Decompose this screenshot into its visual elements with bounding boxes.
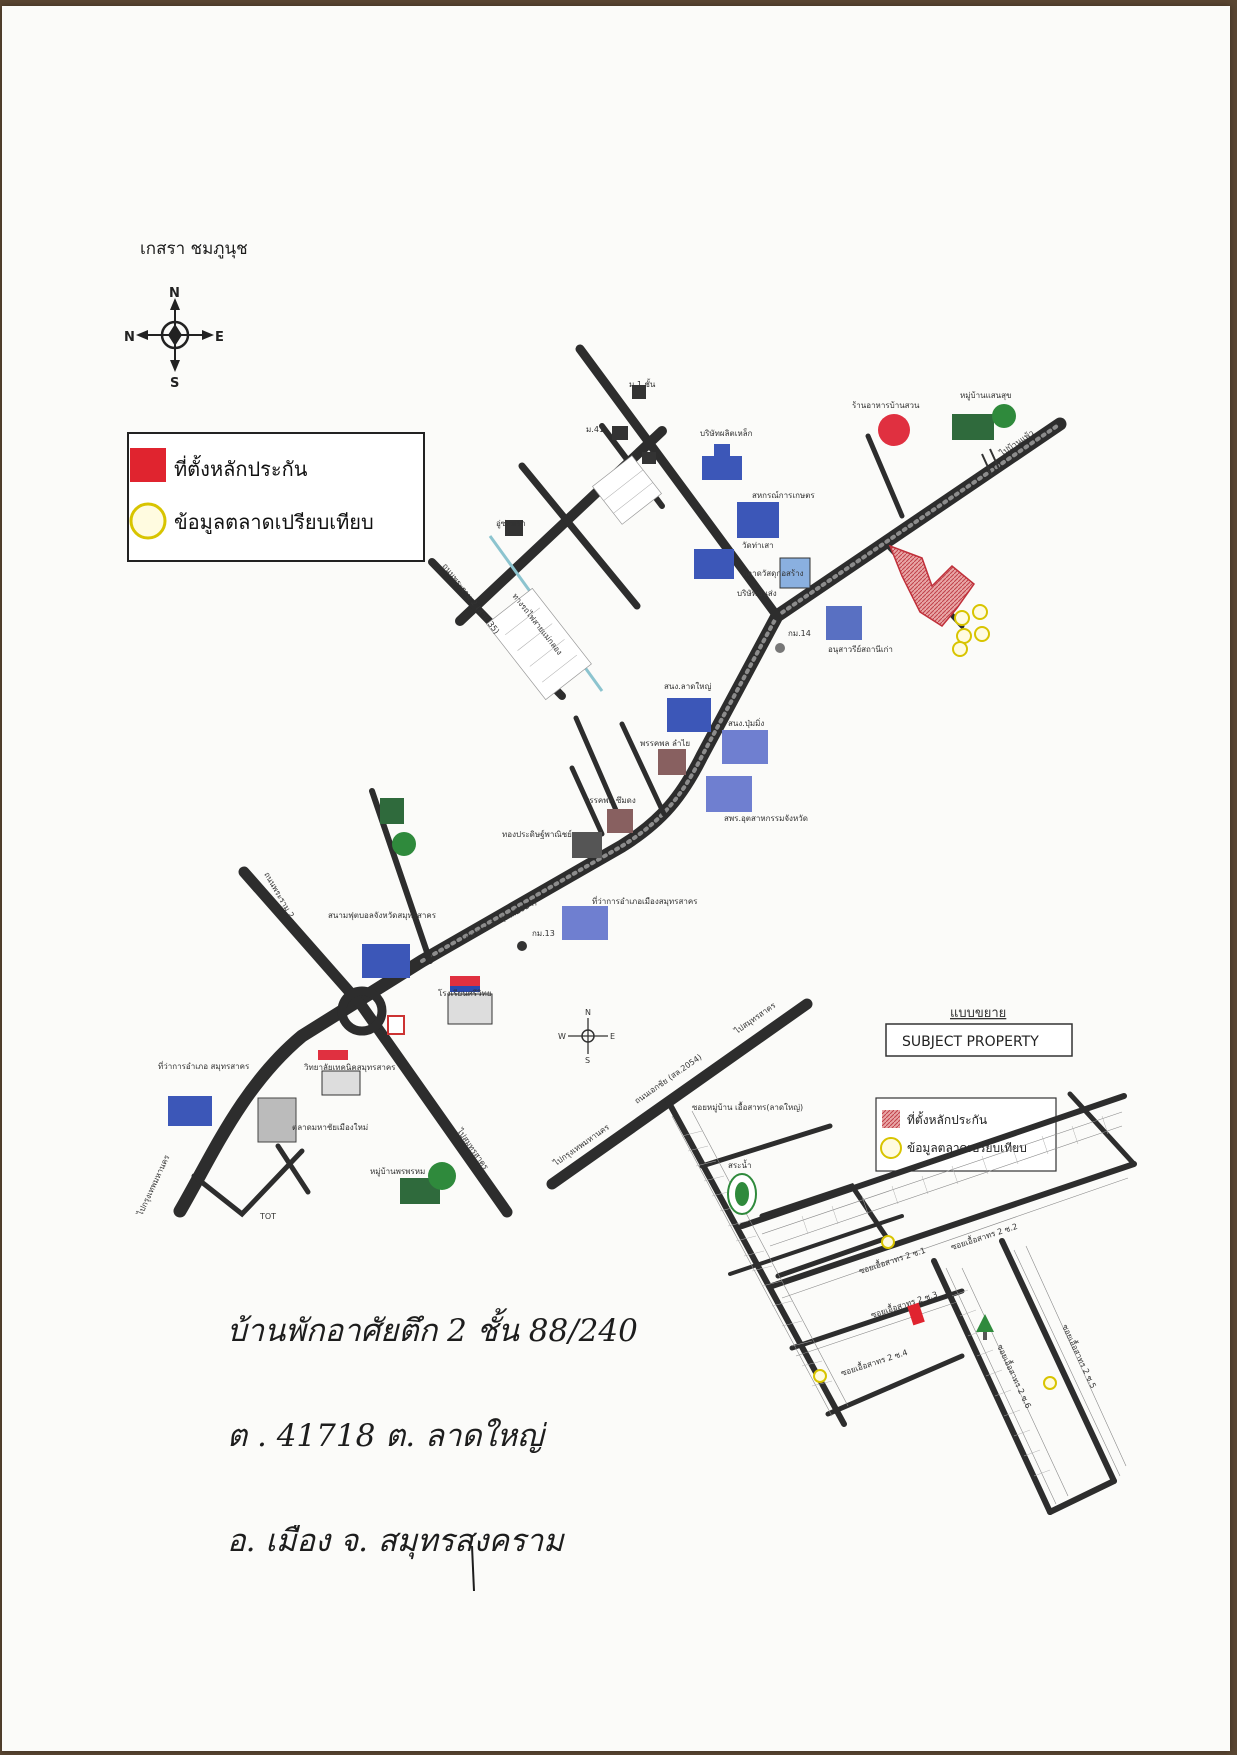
inset-title-box (885, 1023, 1073, 1057)
place-label: โรงเรียนศรีวิทย (438, 988, 492, 998)
place-label: พรรคพล ลำไย (640, 739, 690, 748)
street-label: ซอยเอื้อสาทร 2 ซ.1 (857, 1244, 926, 1276)
house-icon (779, 557, 811, 589)
svg-text:N: N (585, 1008, 591, 1017)
svg-text:W: W (558, 1032, 566, 1041)
highway-shield-icon (387, 1015, 405, 1035)
street-label: ซอยเอื้อสาทร 2 ซ.4 (839, 1346, 908, 1378)
note-line-3: อ. เมือง จ. สมุทรสงคราม (227, 1523, 565, 1560)
building-icon (168, 1096, 212, 1126)
building-icon (667, 698, 711, 732)
place-label: วิทยาลัยเทคนิคสมุทรสาคร (303, 1063, 396, 1072)
village-icon (952, 414, 994, 440)
tower-icon (257, 1097, 297, 1143)
school-icon (321, 1070, 361, 1096)
place-label: ม.1 ชั้น (629, 378, 656, 389)
note-line-2: ต . 41718 ต. ลาดใหญ่ (227, 1418, 548, 1454)
place-label: ร้านอาหารบ้านสวน (852, 401, 920, 410)
inset-compass-icon: N W E S (558, 1008, 615, 1065)
tot-label: TOT (259, 1212, 276, 1221)
inset-title: SUBJECT PROPERTY (902, 1034, 1039, 1050)
inset-village-label: ซอยหมู่บ้าน เอื้อสาทร(ลาดใหญ่) (692, 1101, 803, 1113)
author-name: เกสรา ชมภูนุช (140, 239, 248, 259)
village-icon (380, 798, 404, 824)
school-icon (447, 993, 493, 1025)
place-label: พรรคพล ซึมดง (584, 796, 636, 805)
place-label: บริษัทขนส่ง (737, 589, 777, 598)
inset-legend-subject: ที่ตั้งหลักประกัน (907, 1111, 987, 1127)
place-label: สนง.ปุ่มมิ่ง (728, 717, 764, 728)
building-icon (722, 730, 768, 764)
house-icon (607, 809, 633, 833)
building-icon (362, 944, 410, 978)
inset-main-road (546, 998, 813, 1190)
place-label: ม.41 (586, 425, 604, 434)
house-icon (612, 426, 628, 440)
main-road-label: ถนนเอกชัย (สล.2054) (464, 897, 539, 942)
place-label: อนุสาวรีย์สถานีเก่า (828, 644, 893, 654)
compass-e-label: E (215, 330, 224, 345)
inset-comparable-markers (813, 1235, 1057, 1390)
to-bangkok-label: ไปกรุงเทพมหานคร (135, 1153, 172, 1218)
place-label: สนง.ลาดใหญ่ (664, 682, 712, 691)
building-icon (737, 502, 779, 538)
place-label: วัดท่าเสา (742, 541, 774, 550)
lot-lines (671, 1110, 1129, 1505)
svg-text:S: S (585, 1056, 590, 1065)
compass-rose-icon (136, 298, 214, 372)
map-legend (127, 432, 425, 562)
house-icon (505, 520, 523, 536)
compass-n-label: N (169, 286, 180, 301)
place-label: ตลาดวัสดุก่อสร้าง (742, 569, 804, 578)
comparable-swatch-icon (129, 502, 167, 540)
place-label: อู่ซ่อมรถ (496, 519, 526, 529)
legend-comparable-label: ข้อมูลตลาดเปรียบเทียบ (174, 510, 374, 535)
place-label: สนามฟุตบอลจังหวัดสมุทรสาคร (328, 911, 437, 920)
km14-label: กม.14 (788, 629, 811, 638)
tree-icon (976, 1314, 994, 1332)
place-label: ตลาดมหาชัยเมืองใหม่ (292, 1123, 368, 1132)
building-icon (706, 776, 752, 812)
restaurant-icon (878, 414, 910, 446)
km-marker-icon (517, 941, 527, 951)
house-icon (658, 749, 686, 775)
subject-property-marker (888, 544, 976, 627)
note-line-1: บ้านพักอาศัยตึก 2 ชั้น 88/240 (227, 1308, 638, 1349)
place-label: สหกรณ์การเกษตร (752, 490, 815, 500)
km13-label: กม.13 (532, 929, 555, 938)
inset-heading: แบบขยาย (950, 1006, 1006, 1021)
building-icon (702, 456, 742, 480)
svg-text:E: E (610, 1032, 615, 1041)
building-icon (562, 906, 608, 940)
inset-subject-marker (907, 1302, 925, 1326)
building-icon (826, 606, 862, 640)
map-document: เกสรา ชมภูนุช N S E N ที่ตั้งหลักประกัน … (2, 6, 1230, 1751)
compass-s-label: S (170, 376, 179, 391)
subject-swatch-icon (130, 448, 166, 482)
km-marker-icon (775, 643, 785, 653)
residential-block (486, 455, 662, 701)
rama2-road (238, 866, 513, 1218)
inset-legend (875, 1097, 1057, 1172)
place-label: หมู่บ้านพรพรหม (370, 1167, 425, 1177)
place-label: ถนนพระราม 2 (สาย 35) (440, 562, 501, 636)
place-label: ทองประดิษฐ์พาณิชย์ (502, 829, 572, 839)
house-icon (632, 385, 646, 399)
place-label: สพร.อุตสาหกรรมจังหวัด (724, 814, 808, 823)
building-icon (694, 549, 734, 579)
place-label: บริษัทผลิตเหล็ก (700, 428, 753, 438)
compass-w-label: N (124, 330, 135, 345)
subdivision-plan (665, 1091, 1137, 1515)
place-label: ที่ว่าการอำเภอ สมุทรสาคร (158, 1060, 250, 1071)
pond-label: สระน้ำ (728, 1159, 751, 1170)
legend-subject-label: ที่ตั้งหลักประกัน (174, 455, 308, 481)
house-icon (642, 452, 656, 464)
place-label: ที่ว่าการอำเภอเมืองสมุทรสาคร (592, 895, 698, 906)
place-label: หมู่บ้านแสนสุข (960, 391, 1011, 401)
map-canvas: เกสรา ชมภูนุช N S E N ที่ตั้งหลักประกัน … (124, 239, 1137, 1592)
shop-icon (572, 832, 602, 858)
comparable-markers (952, 604, 990, 657)
